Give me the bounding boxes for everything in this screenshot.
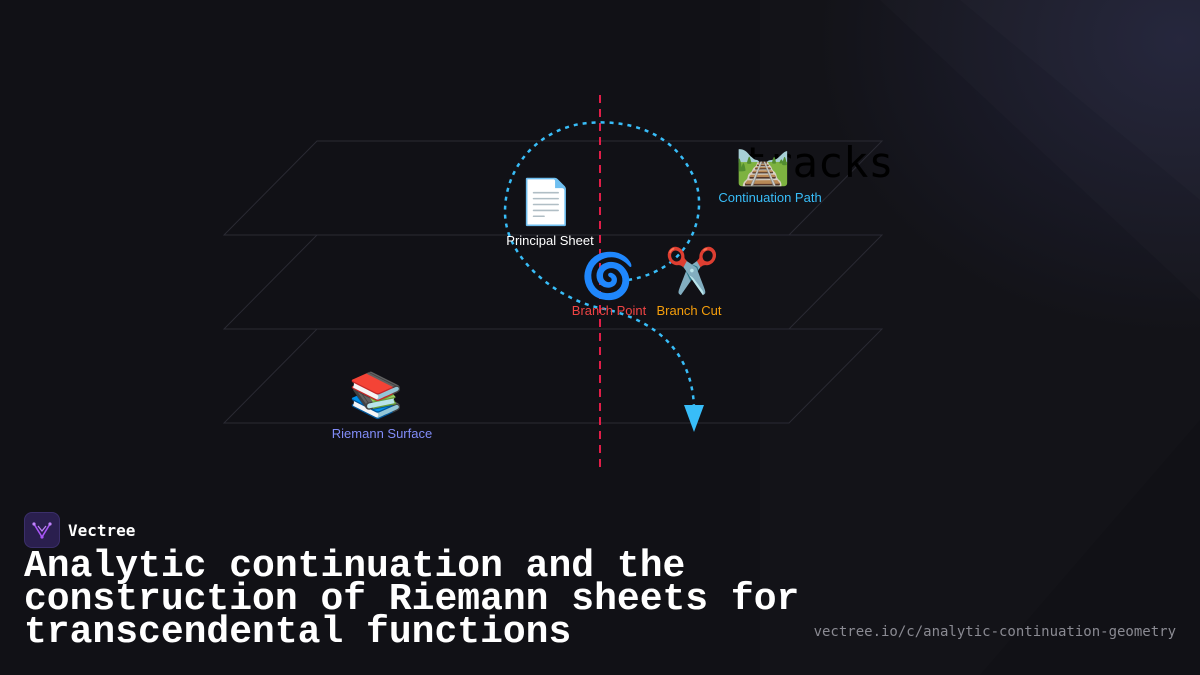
page-facing-up-icon: 📄	[518, 177, 574, 228]
brand: Vectree	[24, 512, 135, 548]
principal-sheet-label: Principal Sheet	[506, 233, 594, 248]
brand-name: Vectree	[68, 520, 136, 540]
vectree-logo-icon	[24, 512, 60, 548]
scissors-icon: ✂️	[664, 246, 720, 297]
branch-cut-label: Branch Cut	[656, 303, 722, 318]
sheet-middle	[222, 234, 884, 330]
tracks-text: tracks	[742, 138, 894, 187]
riemann-surface-label: Riemann Surface	[331, 426, 433, 441]
branch-point-label: Branch Point	[571, 303, 647, 318]
continuation-arrowhead	[684, 405, 704, 432]
page-title: Analytic continuation and the constructi…	[24, 545, 800, 654]
page-url[interactable]: vectree.io/c/analytic-continuation-geome…	[813, 624, 1176, 640]
books-icon: 📚	[348, 370, 404, 421]
continuation-path-loop	[503, 121, 701, 409]
sheet-bottom	[222, 328, 884, 424]
continuation-path-label: Continuation Path	[718, 190, 822, 205]
cyclone-icon: 🌀	[580, 251, 636, 302]
railway-track-icon: 🛤️	[735, 137, 791, 188]
